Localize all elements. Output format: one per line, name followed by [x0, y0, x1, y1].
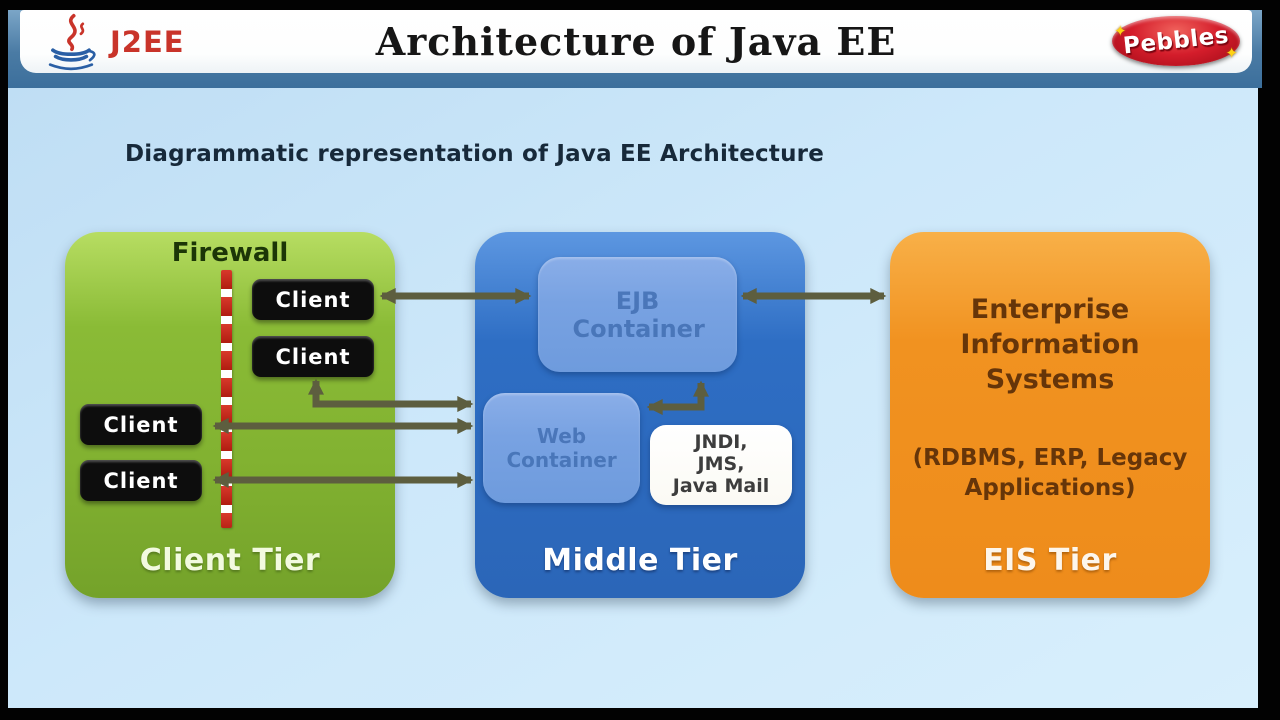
j2ee-label: J2EE [110, 25, 185, 59]
firewall-dashed-line [221, 270, 232, 528]
eis-tier-label: EIS Tier [983, 543, 1117, 578]
pebbles-logo: ✦ Pebbles ✦ [1112, 16, 1240, 66]
j2ee-logo: J2EE [42, 12, 185, 72]
jndi-services-box: JNDI, JMS, Java Mail [650, 425, 792, 505]
client-node-4: Client [80, 460, 202, 501]
web-container-label: Web Container [506, 424, 617, 472]
web-container-box: Web Container [483, 393, 640, 503]
diagram-caption: Diagrammatic representation of Java EE A… [125, 141, 824, 167]
sparkle-icon: ✦ [1225, 44, 1238, 62]
client-node-2: Client [252, 336, 374, 377]
diagram-area: Diagrammatic representation of Java EE A… [8, 88, 1258, 708]
jndi-services-label: JNDI, JMS, Java Mail [672, 431, 770, 497]
page-title: Architecture of Java EE [375, 19, 897, 64]
ejb-container-label: EJB Container [572, 286, 705, 343]
client-tier-label: Client Tier [139, 543, 321, 578]
client-node-3: Client [80, 404, 202, 445]
middle-tier-box: EJB Container Web Container JNDI, JMS, J… [475, 232, 805, 598]
java-cup-icon [48, 13, 96, 71]
header-bar: J2EE Architecture of Java EE ✦ Pebbles ✦ [20, 10, 1252, 73]
middle-tier-label: Middle Tier [542, 543, 738, 578]
pebbles-label: Pebbles [1121, 22, 1231, 60]
client-tier-box: Firewall Client Client Client Client Cli… [65, 232, 395, 598]
client-node-1: Client [252, 279, 374, 320]
header: J2EE Architecture of Java EE ✦ Pebbles ✦ [8, 10, 1262, 88]
eis-name: Enterprise Information Systems [960, 294, 1140, 396]
ejb-container-box: EJB Container [538, 257, 737, 372]
eis-tier-box: Enterprise Information Systems (RDBMS, E… [890, 232, 1210, 598]
firewall-label: Firewall [171, 238, 289, 268]
eis-examples: (RDBMS, ERP, Legacy Applications) [912, 445, 1188, 501]
sparkle-icon: ✦ [1114, 22, 1127, 40]
